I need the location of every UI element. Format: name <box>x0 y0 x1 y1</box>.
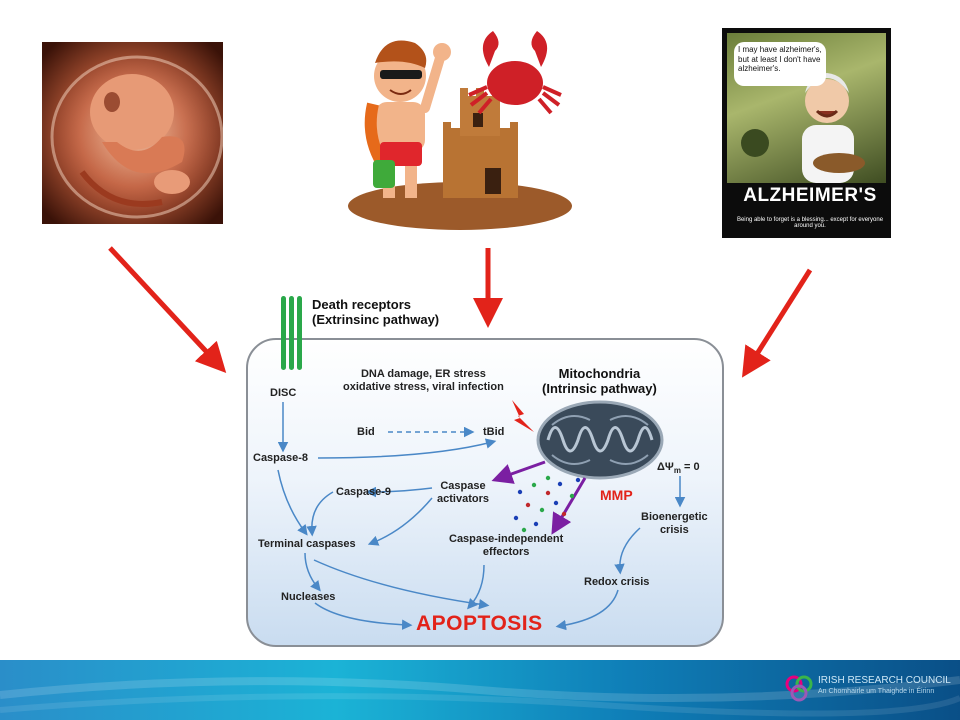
label-bioenergetic-crisis: Bioenergetic crisis <box>641 511 708 536</box>
alzheimers-title: ALZHEIMER'S <box>743 185 877 206</box>
lightning-icon <box>512 400 534 432</box>
released-factors <box>513 475 581 533</box>
footer-band <box>0 660 960 720</box>
red-arrows <box>108 246 813 378</box>
apoptosis-diagram <box>246 338 724 647</box>
label-bid: Bid <box>357 426 375 438</box>
alzheimers-subtitle: Being able to forget is a blessing... ex… <box>736 217 884 229</box>
arrow-left <box>108 246 227 373</box>
label-stress: DNA damage, ER stress oxidative stress, … <box>343 368 504 393</box>
label-caspase-independent: Caspase-independent effectors <box>449 533 564 558</box>
label-delta-psi: ΔΨm = 0 <box>657 461 700 476</box>
label-death-receptors: Death receptors (Extrinsinc pathway) <box>312 297 440 327</box>
label-apoptosis: APOPTOSIS <box>416 612 543 635</box>
label-redox-crisis: Redox crisis <box>584 576 650 588</box>
fetus-image <box>42 42 223 224</box>
label-tbid: tBid <box>483 426 505 438</box>
label-mmp: MMP <box>600 487 633 503</box>
footer-org: IRISH RESEARCH COUNCIL An Chomhairle um … <box>818 675 951 697</box>
label-mitochondria: Mitochondria (Intrinsic pathway) <box>542 366 657 396</box>
label-caspase-9: Caspase-9 <box>336 486 392 498</box>
org-sub: An Chomhairle um Thaighde in Éirinn <box>818 688 935 695</box>
arrow-right <box>741 268 813 378</box>
mitochondrion-icon <box>536 400 664 480</box>
diagram-graphics <box>277 296 686 631</box>
label-terminal-caspases: Terminal caspases <box>258 538 356 550</box>
death-receptor-icon <box>281 296 302 370</box>
speech-bubble: I may have alzheimer's, but at least I d… <box>734 42 826 86</box>
label-disc: DISC <box>270 387 297 399</box>
label-caspase-8: Caspase-8 <box>253 452 309 464</box>
beach-cartoon-image <box>345 18 585 233</box>
irc-logo-icon <box>785 675 813 702</box>
org-name: IRISH RESEARCH COUNCIL <box>818 675 951 686</box>
label-caspase-activators: Caspase activators <box>437 480 489 505</box>
label-nucleases: Nucleases <box>281 591 336 603</box>
